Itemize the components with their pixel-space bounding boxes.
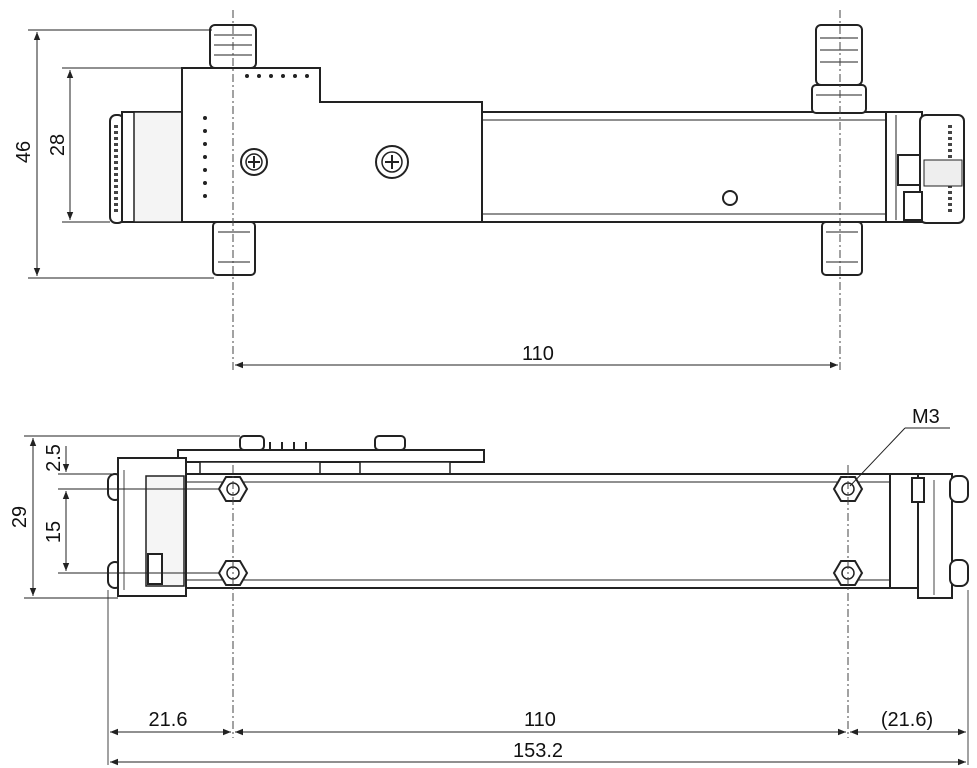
dim-text-29: 29 <box>9 506 31 528</box>
side-left-end-cap <box>107 457 187 597</box>
side-dim-153-2: 153.2 <box>110 740 966 766</box>
top-dim-110: 110 <box>235 343 838 369</box>
top-rail <box>481 111 889 223</box>
dim-text-153-2: 153.2 <box>513 740 563 762</box>
side-right-end-cap <box>889 473 969 599</box>
thread-label: M3 <box>912 406 940 428</box>
top-electronics-housing <box>181 67 483 223</box>
top-standoff-left <box>212 221 256 276</box>
top-dim-46: 46 <box>13 29 214 279</box>
top-standoff-right <box>821 221 863 276</box>
side-dim-2-5: 2.5 <box>43 444 118 475</box>
side-rail <box>185 473 893 589</box>
top-right-end-cap <box>885 111 965 224</box>
top-dim-28: 28 <box>47 67 182 223</box>
side-view: M3 29 2.5 15 21.6 110 (21 <box>9 406 969 766</box>
side-dim-row: 21.6 110 (21.6) <box>110 709 966 736</box>
dim-text-110-side: 110 <box>524 709 556 731</box>
dim-text-15: 15 <box>43 521 65 543</box>
dim-text-110-top: 110 <box>522 343 554 365</box>
top-pcb-pins <box>203 74 309 198</box>
top-left-end-cap <box>109 111 185 224</box>
dim-text-46: 46 <box>13 141 35 163</box>
side-dim-15: 15 <box>43 488 220 574</box>
side-thread-callout: M3 <box>849 406 950 487</box>
dim-text-2-5: 2.5 <box>43 444 65 472</box>
dim-text-21-6-left: 21.6 <box>149 709 188 731</box>
top-view: 46 28 110 <box>13 10 965 372</box>
top-connector-right <box>811 24 867 114</box>
top-screw-left <box>240 148 268 176</box>
side-dim-29: 29 <box>9 435 240 599</box>
top-screw-right <box>375 145 409 179</box>
dim-text-21-6-right: (21.6) <box>881 709 933 731</box>
dim-text-28: 28 <box>47 134 69 156</box>
side-pcb <box>177 435 485 477</box>
